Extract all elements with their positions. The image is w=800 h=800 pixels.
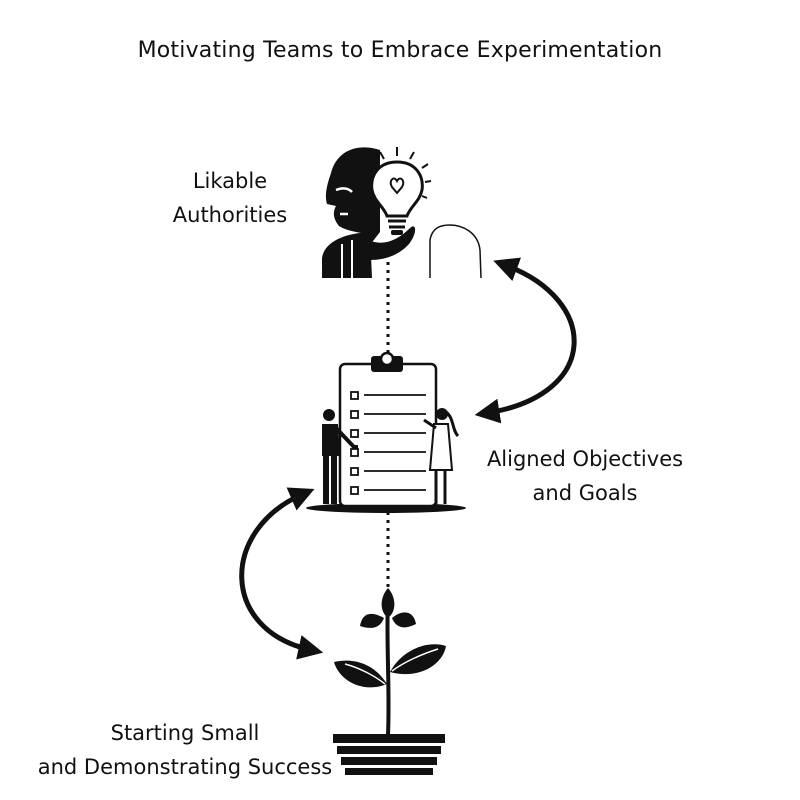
label-line: and Demonstrating Success <box>37 755 333 779</box>
label-aligned-objectives: Aligned Objectives and Goals <box>470 442 700 510</box>
label-starting-small: Starting Small and Demonstrating Success <box>20 716 350 784</box>
label-line: Authorities <box>172 203 288 227</box>
label-line: and Goals <box>532 481 638 505</box>
clipboard-people-icon <box>306 351 466 513</box>
label-line: Likable <box>192 169 268 193</box>
label-line: Starting Small <box>110 721 260 745</box>
label-line: Aligned Objectives <box>486 447 684 471</box>
diagram-title: Motivating Teams to Embrace Experimentat… <box>137 38 663 63</box>
curved-arrow-right <box>474 257 577 424</box>
label-likable-authorities: Likable Authorities <box>150 164 310 232</box>
head-lightbulb-icon <box>322 147 482 279</box>
curved-arrow-left <box>239 487 324 660</box>
plant-pot-icon <box>333 588 446 775</box>
